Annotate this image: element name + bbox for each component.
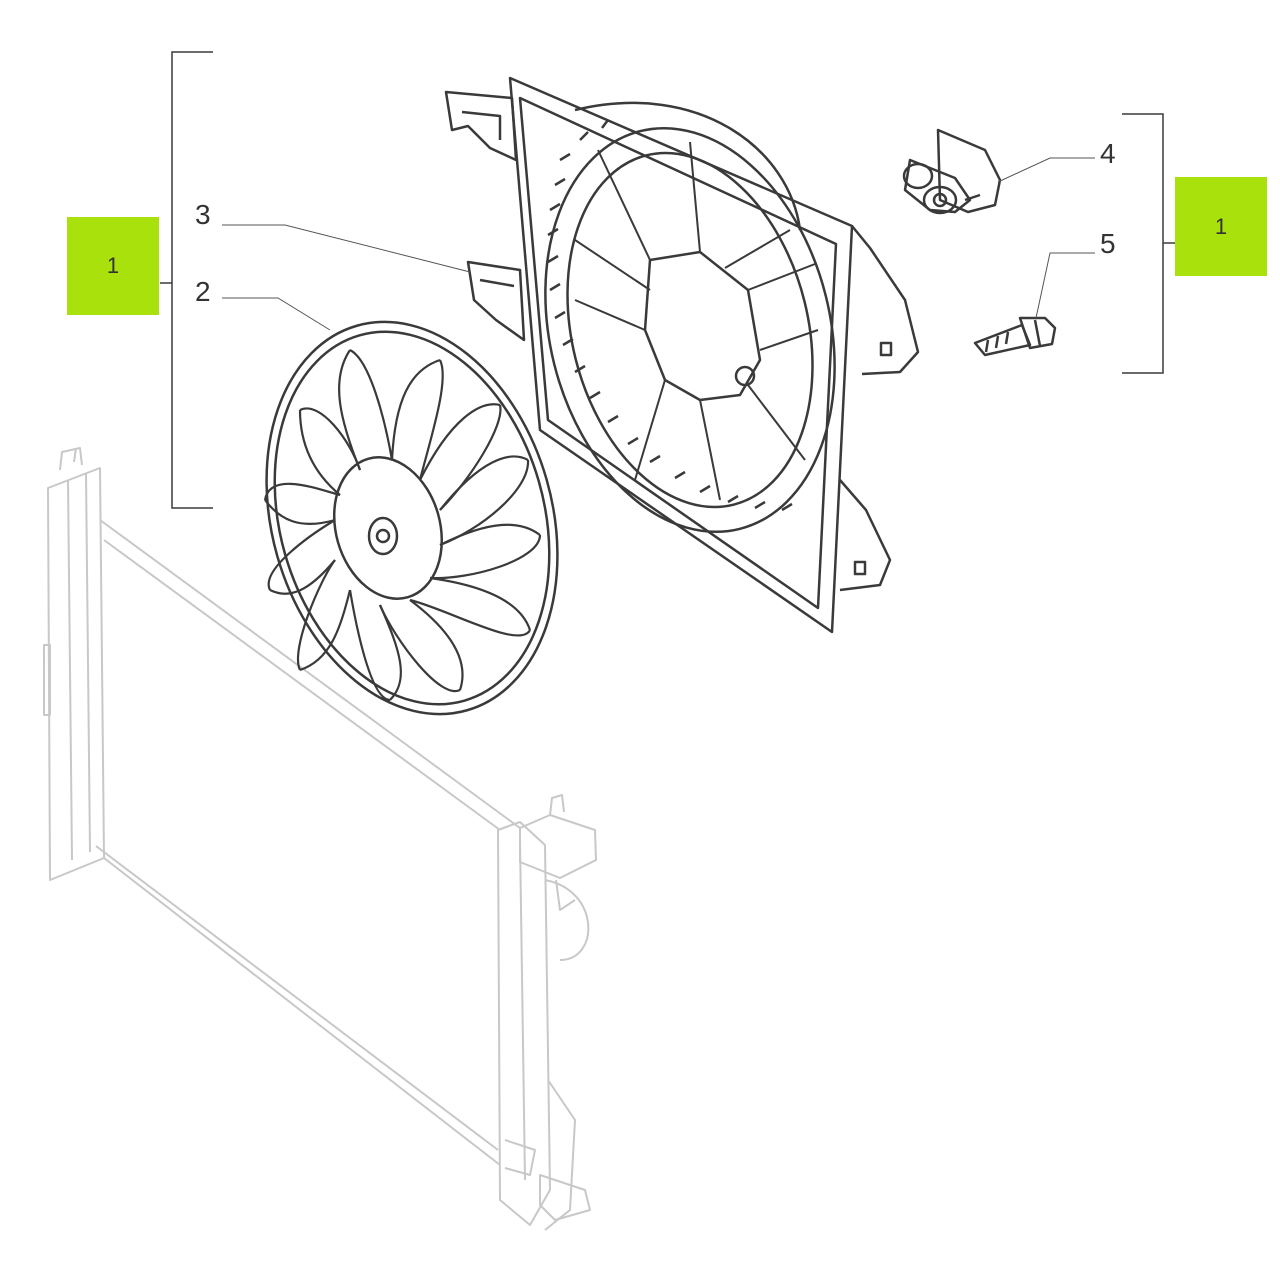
fan-impeller: [263, 320, 559, 716]
group-bracket-left: [160, 51, 213, 509]
assembly-badge-right: 1: [1175, 177, 1267, 276]
leader-lines: [222, 157, 1095, 331]
callout-label-4: 4: [1100, 138, 1116, 169]
callout-label-2: 2: [195, 276, 211, 307]
clip-part: [902, 128, 1002, 215]
screw-part: [973, 316, 1057, 357]
fan-shroud: [444, 76, 920, 634]
radiator: [43, 447, 597, 1231]
group-bracket-right: [1122, 113, 1175, 374]
callout-label-3: 3: [195, 199, 211, 230]
assembly-badge-left: 1: [67, 217, 159, 315]
callout-label-5: 5: [1100, 228, 1116, 259]
